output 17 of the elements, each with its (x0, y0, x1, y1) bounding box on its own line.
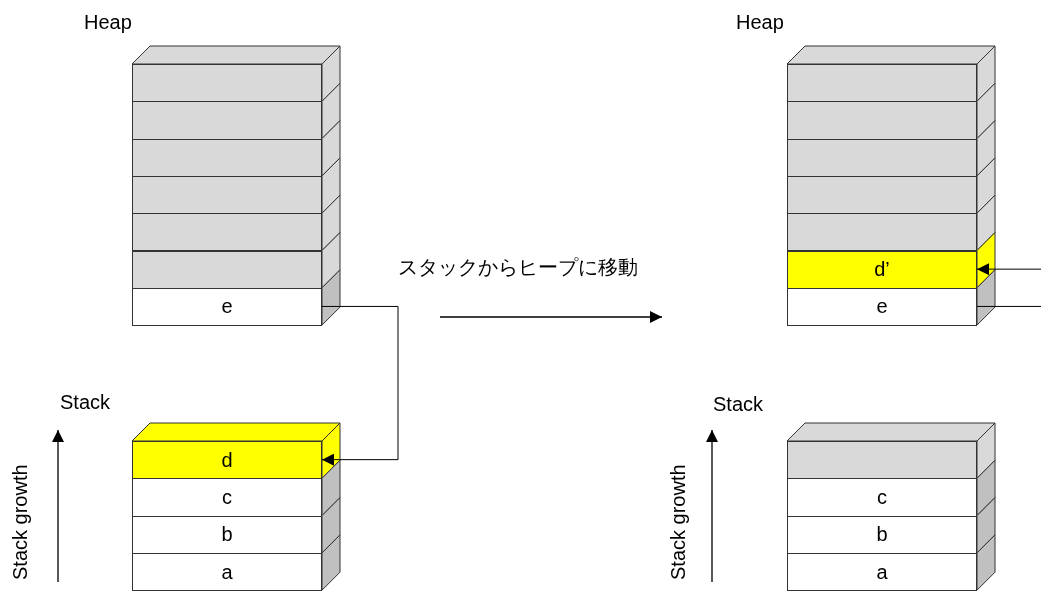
heading: Stack (60, 392, 111, 412)
heading: Stack (713, 394, 764, 414)
memory-cell: a (132, 552, 322, 592)
axis-label: Stack growth (668, 464, 688, 580)
pointer-arrow (321, 305, 399, 466)
transition-label: スタックからヒープに移動 (398, 257, 638, 277)
heading: Heap (736, 12, 784, 32)
memory-cell: b (132, 515, 322, 554)
memory-cell: a (787, 552, 977, 592)
memory-cell: b (787, 515, 977, 554)
memory-cell: e (787, 287, 977, 327)
memory-cell: c (787, 478, 977, 517)
pointer-arrow (976, 263, 1041, 276)
memory-cell: c (132, 478, 322, 517)
heading: Heap (84, 12, 132, 32)
axis-label: Stack growth (10, 464, 30, 580)
memory-cell: e (132, 287, 322, 327)
